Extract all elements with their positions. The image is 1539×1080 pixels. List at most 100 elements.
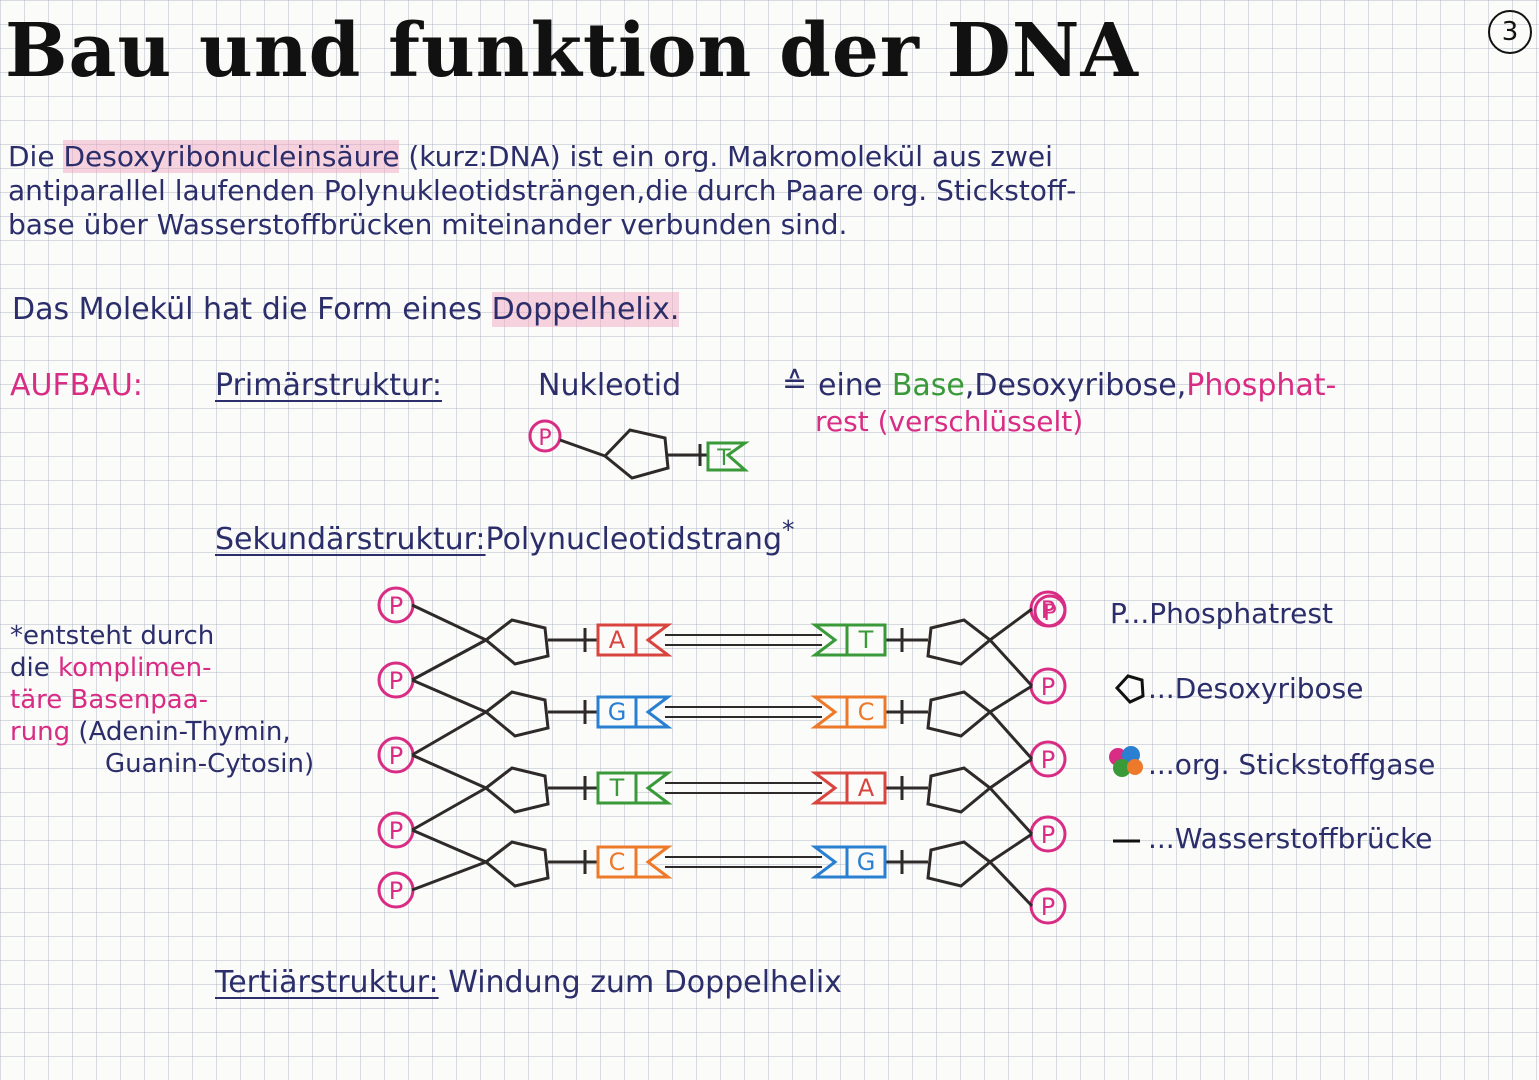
backbone-line [411,786,487,832]
base-label-right: T [858,626,874,654]
backbone-line [989,607,1033,642]
legend-base: ...org. Stickstoffgase [1148,748,1436,781]
desoxyribose-icon [926,690,993,738]
backbone-line [411,753,487,790]
backbone-line [411,638,487,682]
note-pink-text: rung [10,717,71,747]
tertiary-structure-label: Tertiärstruktur: [215,965,439,1000]
def-desoxy: ,Desoxyribose, [964,368,1187,403]
note-line-5: Guanin-Cytosin) [105,749,315,779]
base-a-icon [596,623,638,657]
phosphate-label: P [1041,673,1055,701]
highlight-doppelhelix: Doppelhelix. [491,292,680,327]
desoxyribose-icon [483,618,550,666]
base-g-icon [845,845,887,879]
base-t-icon [706,441,750,472]
backbone-line [988,638,1034,688]
backbone-line [411,678,487,714]
phosphate-icon [528,419,562,453]
base-c-icon [596,845,638,879]
phosphate-label: P [389,817,403,845]
base-shape-tail [636,845,673,879]
backbone-line [411,603,487,642]
def-text: eine [818,368,892,403]
desoxyribose-icon [926,766,993,814]
intro-paragraph: Die Desoxyribonucleinsäure (kurz:DNA) is… [8,140,1076,242]
legend-phosphate-icon [1033,594,1067,628]
base-label-left: C [609,848,626,876]
phosphate-label: P [389,742,403,770]
legend-desoxy: ...Desoxyribose [1148,672,1364,705]
note-line-4: rung (Adenin-Thymin, [10,716,314,748]
desoxyribose-icon [926,840,993,888]
base-t-icon [596,771,638,805]
def-phosphat: Phosphat- [1186,368,1337,403]
legend-p-label: P [1043,601,1056,626]
note-pink-text: komplimen- [58,653,212,683]
page-number: 3 [1488,10,1532,54]
intro-text: (kurz:DNA) ist ein org. Makromolekül aus… [399,140,1053,173]
phosphate-label: P [389,877,403,905]
phosphate-label: P [1041,821,1055,849]
base-label-right: A [858,774,875,802]
base-shape-tail [810,845,847,879]
phosphate-label: P [538,426,551,451]
page-title: Bau und funktion der DNA [5,8,1139,94]
phosphate-label: P [1041,746,1055,774]
tertiary-heading: Tertiärstruktur: Windung zum Doppelhelix [215,965,842,1000]
legend-bridge: ...Wasserstoffbrücke [1148,822,1433,855]
asterisk-mark: * [782,515,795,544]
phosphate-label: P [1041,596,1055,624]
phosphate-label: P [389,592,403,620]
secondary-structure-label: Sekundärstruktur: [215,522,486,557]
def-base: Base [891,368,965,403]
backbone-line [988,786,1034,836]
primary-definition-rest: rest (verschlüsselt) [815,405,1084,438]
primary-term: Nukleotid [538,368,682,403]
sentence-text: Das Molekül hat die Form eines [12,292,492,327]
base-label-left: T [609,774,625,802]
desoxyribose-icon [926,618,993,666]
aufbau-label: AUFBAU: [10,368,143,403]
intro-line-3: base über Wasserstoffbrücken miteinander… [8,208,848,241]
equals-symbol: ≙ [782,366,808,401]
base-shape-tail [810,623,847,657]
base-label-left: A [609,626,626,654]
base-shape-tail [636,771,673,805]
base-shape-tail [636,695,673,729]
highlight-term: Desoxyribonucleinsäure [63,140,400,173]
base-shape-tail [810,771,847,805]
backbone-line [989,832,1033,864]
intro-text: Die [8,140,64,173]
phosphate-label: P [1041,893,1055,921]
note-text: die [10,653,58,683]
legend-pentagon-icon [1114,674,1145,704]
base-g-icon [596,695,638,729]
secondary-term: Polynucleotidstrang [485,522,782,557]
nucleotide-symbol: P T [528,419,750,480]
intro-line-2: antiparallel laufenden Polynukleotidsträ… [8,174,1077,207]
secondary-heading: Sekundärstruktur:Polynucleotidstrang* [215,515,795,557]
base-shape-tail [636,623,673,657]
desoxyribose-icon [483,766,550,814]
note-line-1: *entsteht durch [10,621,215,651]
backbone-line [411,828,487,864]
shape-sentence: Das Molekül hat die Form eines Doppelhel… [12,292,680,327]
backbone-line [989,684,1033,714]
legend-base-color-icon [1109,746,1143,777]
desoxyribose-icon [483,840,550,888]
base-label: T [716,446,731,471]
base-a-icon [845,771,887,805]
base-label-right: C [858,698,875,726]
note-line-2: die komplimen- [10,652,314,684]
primary-definition: eine Base,Desoxyribose,Phosphat- [818,368,1336,403]
backbone-line [988,711,1034,760]
note-line-3: täre Basenpaa- [10,685,209,715]
backbone-line [411,860,487,892]
phosphate-label: P [389,667,403,695]
desoxyribose-icon [483,690,550,738]
tertiary-text: Windung zum Doppelhelix [448,965,842,1000]
desoxyribose-icon [602,428,670,480]
